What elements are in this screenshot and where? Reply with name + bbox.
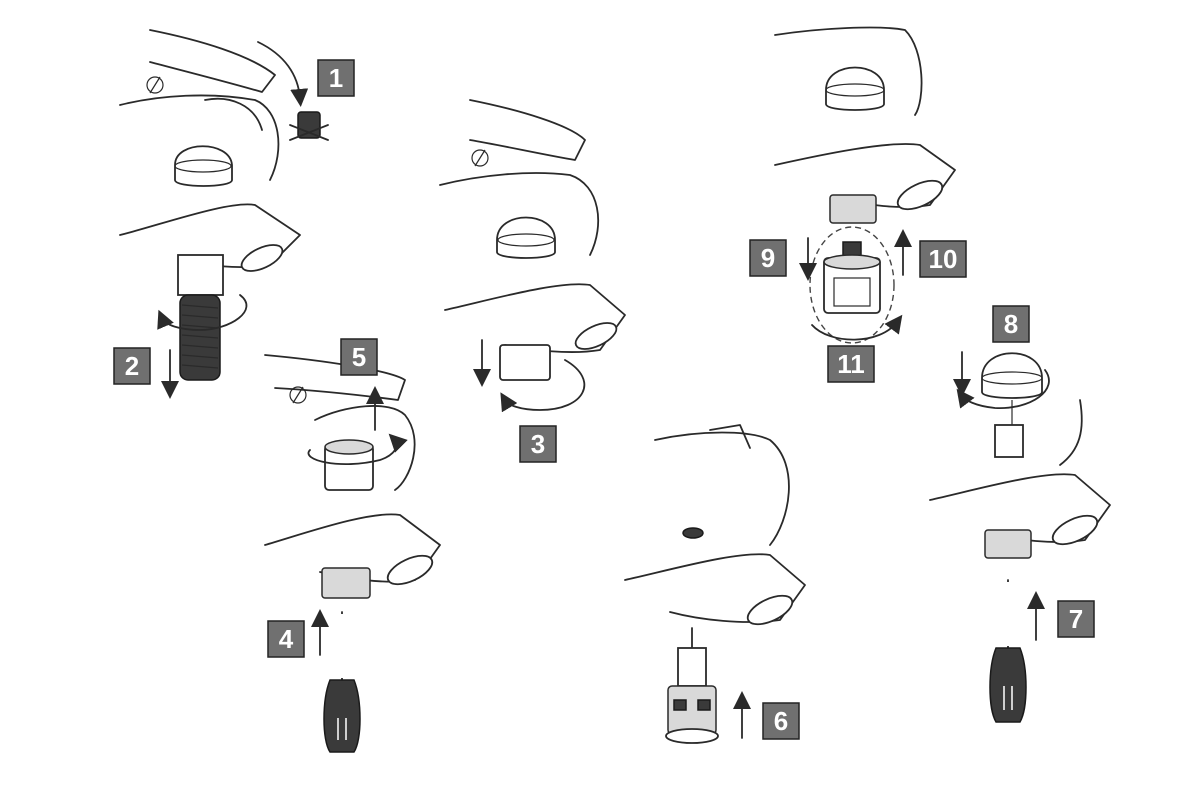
step-number: 4 (279, 624, 294, 654)
rotate-arrow-icon (157, 294, 248, 331)
rotate-arrow-icon (500, 359, 586, 413)
curved-arrow-icon (257, 41, 309, 107)
step-number: 11 (837, 349, 865, 379)
step-number: 8 (1004, 309, 1018, 339)
panel-cartridge-removal (774, 26, 956, 344)
step-number: 10 (929, 244, 958, 274)
panel-nut-and-screw (264, 354, 441, 753)
handle-knob (981, 352, 1043, 399)
step-number: 3 (531, 429, 545, 459)
step-label-11: 11 (827, 345, 875, 383)
aerator-part (289, 111, 329, 141)
screwdriver-tool (989, 579, 1027, 723)
step-label-2: 2 (113, 347, 151, 385)
hose-part (179, 294, 221, 381)
nut-part (324, 439, 374, 491)
step-label-7: 7 (1057, 600, 1095, 638)
step-label-8: 8 (992, 305, 1030, 343)
handle-knob (174, 145, 233, 187)
step-number: 2 (125, 351, 139, 381)
panel-base-nut (439, 99, 626, 413)
step-number: 9 (761, 243, 775, 273)
step-label-4: 4 (267, 620, 305, 658)
step-label-3: 3 (519, 425, 557, 463)
step-label-10: 10 (919, 240, 967, 278)
cartridge-part (665, 627, 719, 744)
highlight-outline (809, 226, 895, 344)
panel-cartridge-install (624, 424, 806, 744)
panel-handle-install (929, 351, 1111, 723)
step-label-1: 1 (317, 59, 355, 97)
handle-knob (825, 66, 885, 111)
step-number: 1 (329, 63, 343, 93)
cartridge-part (823, 241, 881, 314)
rotate-arrow-icon (956, 369, 1050, 409)
rotate-arrow-icon (811, 314, 903, 341)
screwdriver-tool (323, 611, 361, 753)
step-number: 5 (352, 342, 366, 372)
panel-aerator-removal (119, 29, 329, 399)
step-label-6: 6 (762, 702, 800, 740)
step-label-5: 5 (340, 338, 378, 376)
step-label-9: 9 (749, 239, 787, 277)
rotate-arrow-icon (307, 433, 408, 466)
handle-knob (496, 216, 556, 259)
step-number: 6 (774, 706, 788, 736)
step-number: 7 (1069, 604, 1083, 634)
